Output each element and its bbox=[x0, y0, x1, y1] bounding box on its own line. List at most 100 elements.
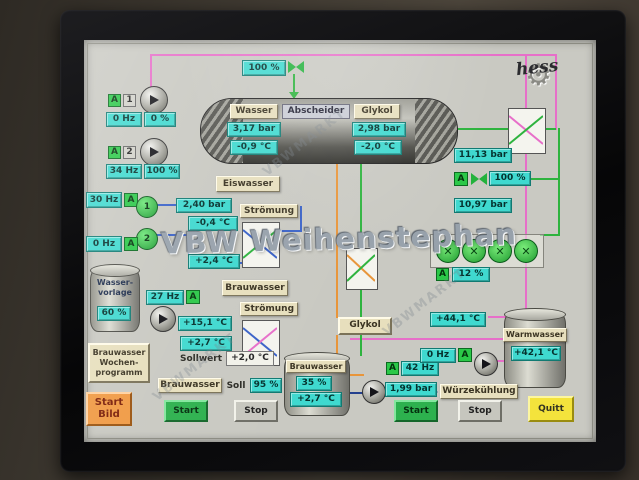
glykol-button-label: Glykol bbox=[349, 320, 381, 331]
fan-icon-1: ✕ bbox=[436, 239, 460, 263]
start-bild-line1: Start bbox=[94, 397, 124, 408]
pipe-green bbox=[456, 128, 556, 130]
sollwert-label: Sollwert bbox=[180, 353, 222, 364]
ice-pressure: 2,40 bar bbox=[176, 198, 232, 213]
pipe-icewater bbox=[156, 204, 180, 206]
brauwasser-soll-label: Brauwasser bbox=[158, 378, 222, 393]
warmwasser-label: Warmwasser bbox=[503, 328, 567, 342]
stop-right-button[interactable]: Stop bbox=[458, 400, 502, 422]
pump-triangle-icon bbox=[149, 147, 159, 157]
brauwasser-label: Brauwasser bbox=[222, 280, 288, 296]
heat-exchanger-glykol bbox=[346, 248, 378, 290]
pump2-percent: 100 % bbox=[144, 164, 180, 179]
valve-right bbox=[479, 173, 487, 185]
brau-temp-in: +15,1 °C bbox=[178, 316, 232, 331]
week-btn-line2: Wochen- bbox=[99, 358, 139, 367]
sollwert-value[interactable]: +2,0 °C bbox=[226, 351, 274, 366]
heat-exchanger-condenser bbox=[508, 108, 546, 154]
right-valve-percent: 100 % bbox=[489, 171, 531, 186]
pump1-frequency: 0 Hz bbox=[106, 112, 142, 127]
start-left-label: Start bbox=[173, 405, 199, 416]
pipe-glycol-top bbox=[150, 54, 557, 56]
ice-temp-in: -0,4 °C bbox=[188, 216, 238, 231]
tank-temp-glykol: -2,0 °C bbox=[354, 140, 402, 155]
quitt-label: Quitt bbox=[538, 403, 564, 414]
start-bild-line2: Bild bbox=[98, 409, 120, 420]
tank-label-abscheider: Abscheider bbox=[282, 104, 350, 119]
wuerzekuehlung-label: Würzekühlung bbox=[440, 384, 518, 399]
fan-auto-badge: A bbox=[436, 268, 449, 281]
pump2-icon bbox=[140, 138, 168, 166]
eiswasser-label: Eiswasser bbox=[216, 176, 280, 192]
warm-pump-icon bbox=[474, 352, 498, 376]
vorlage-name-line2: vorlage bbox=[98, 288, 132, 297]
right-valve-auto-badge: A bbox=[454, 172, 468, 186]
stroemung-label-1: Strömung bbox=[240, 204, 298, 218]
fan-icon-2: ✕ bbox=[462, 239, 486, 263]
brau-temp-out: +2,7 °C bbox=[180, 336, 232, 351]
start-bild-button[interactable]: Start Bild bbox=[86, 392, 132, 426]
pipe-orange bbox=[336, 374, 364, 376]
tank-label-glykol: Glykol bbox=[354, 104, 400, 119]
valve-icon bbox=[288, 61, 304, 73]
pump2-auto-badge: A bbox=[108, 146, 121, 159]
stroemung-label-2: Strömung bbox=[240, 302, 298, 316]
vorlage-frequency: 27 Hz bbox=[146, 290, 184, 305]
warmwasser-temp: +42,1 °C bbox=[511, 346, 561, 361]
pipe-green bbox=[360, 162, 362, 248]
wort-auto-badge: A bbox=[386, 362, 399, 375]
wochenprogramm-button[interactable]: Brauwasser Wochen- programm bbox=[88, 343, 150, 383]
wort-pressure: 1,99 bar bbox=[385, 382, 437, 397]
quitt-button[interactable]: Quitt bbox=[528, 396, 574, 422]
valve-right bbox=[296, 61, 304, 73]
stop-right-label: Stop bbox=[468, 405, 492, 416]
start-right-label: Start bbox=[403, 405, 429, 416]
pipe-glycol bbox=[555, 56, 557, 130]
soll-label: Soll bbox=[226, 380, 246, 391]
fan-percent: 12 % bbox=[452, 267, 490, 282]
arrow-down-icon bbox=[289, 92, 299, 99]
wort-pump-icon bbox=[362, 380, 386, 404]
brau-tank-label: Brauwasser bbox=[286, 360, 346, 373]
pump2-frequency: 34 Hz bbox=[106, 164, 142, 179]
glykol-button[interactable]: Glykol bbox=[338, 317, 392, 335]
wasservorlage-tank: Wasser- vorlage bbox=[90, 264, 140, 332]
right-pressure-top: 11,13 bar bbox=[454, 148, 512, 163]
pipe-warmwater bbox=[350, 338, 506, 340]
start-right-button[interactable]: Start bbox=[394, 400, 438, 422]
pipe-icewater bbox=[278, 230, 302, 232]
ice-frequency: 30 Hz bbox=[86, 192, 122, 208]
pipe-icewater bbox=[300, 206, 302, 232]
pump2-number: 2 bbox=[123, 146, 136, 159]
pump-triangle-icon bbox=[481, 359, 491, 369]
tank-pressure-glykol: 2,98 bar bbox=[352, 122, 406, 137]
vorlage-auto-badge: A bbox=[186, 290, 200, 304]
vorlage-level: 60 % bbox=[97, 306, 131, 321]
pump-triangle-icon bbox=[369, 387, 379, 397]
brau-tank-level: 35 % bbox=[296, 376, 332, 391]
pipe-orange bbox=[336, 162, 338, 318]
soll-value[interactable]: 95 % bbox=[250, 378, 282, 393]
pump-triangle-icon bbox=[158, 314, 168, 324]
ice-auto-badge: A bbox=[124, 193, 138, 207]
start-left-button[interactable]: Start bbox=[164, 400, 208, 422]
ice-frequency-2: 0 Hz bbox=[86, 236, 122, 252]
ice-valve-1-icon: 1 bbox=[136, 196, 158, 218]
pump1-icon bbox=[140, 86, 168, 114]
top-flow-value: 100 % bbox=[242, 60, 286, 76]
valve-left bbox=[471, 173, 479, 185]
tank-temp-wasser: -0,9 °C bbox=[230, 140, 278, 155]
pipe-green bbox=[293, 74, 295, 100]
warm-pump-auto-badge: A bbox=[458, 348, 472, 362]
heat-exchanger-icewater bbox=[242, 222, 280, 268]
warm-temp-in: +44,1 °C bbox=[430, 312, 486, 327]
vorlage-name-line1: Wasser- bbox=[96, 278, 134, 287]
ice-auto-badge-2: A bbox=[124, 237, 138, 251]
right-pressure-bottom: 10,97 bar bbox=[454, 198, 512, 213]
tank-cap bbox=[90, 264, 140, 277]
brau-tank-temp: +2,7 °C bbox=[290, 392, 342, 407]
tank-label-wasser: Wasser bbox=[230, 104, 278, 119]
stop-left-button[interactable]: Stop bbox=[234, 400, 278, 422]
hmi-screen: 100 % ⚙ hess Wasser Abscheider Glykol 3,… bbox=[84, 40, 596, 442]
week-btn-line3: programm bbox=[95, 368, 143, 377]
